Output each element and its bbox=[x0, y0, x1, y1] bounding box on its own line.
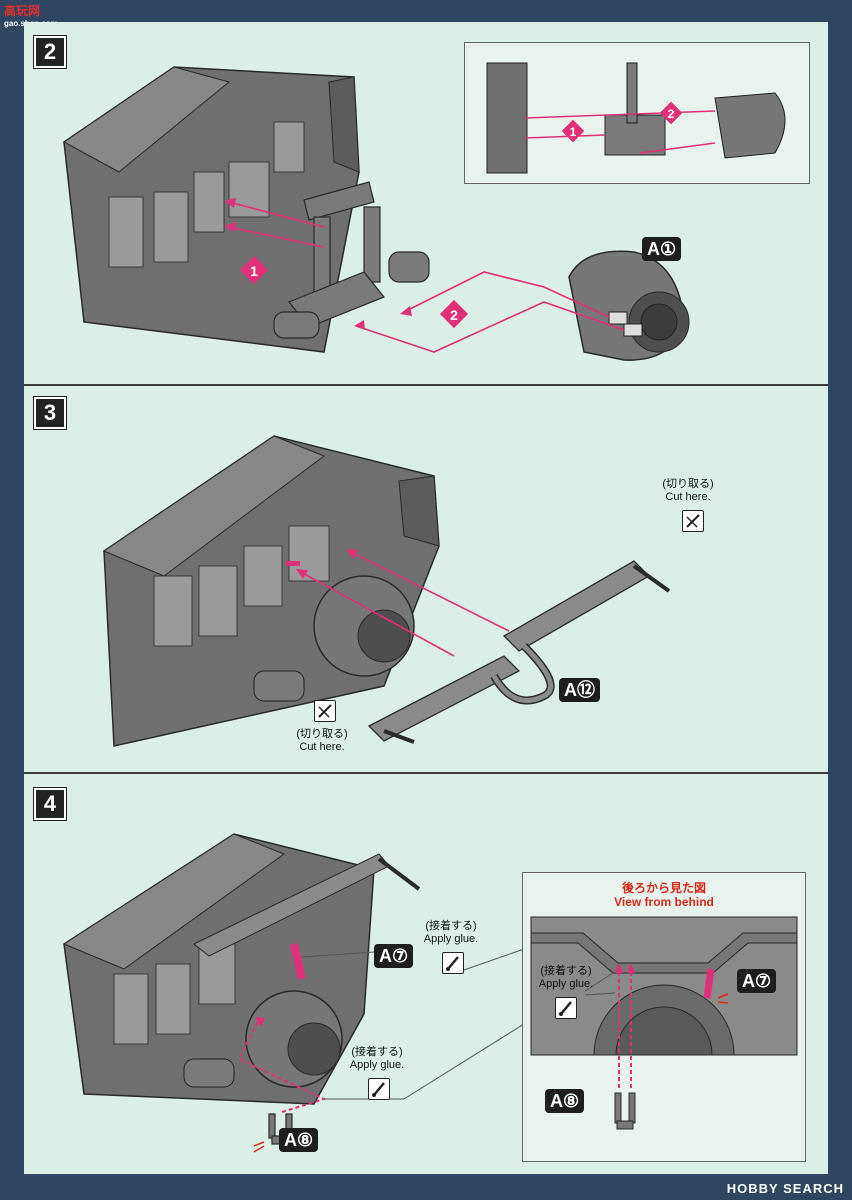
step-2-inset: 2 1 bbox=[464, 42, 810, 184]
glue-note-bottom-en: Apply glue. bbox=[349, 1059, 405, 1071]
part-a12-drawing bbox=[367, 560, 671, 744]
step-2-diagram: 1 2 bbox=[63, 66, 690, 361]
glue-brush-icon bbox=[555, 997, 577, 1019]
part-a1-drawing bbox=[568, 250, 690, 361]
step-2-inset-diagram: 2 1 bbox=[486, 62, 786, 174]
glue-note-bottom: (接着する) Apply glue. bbox=[342, 1046, 412, 1072]
part-label-a8: A⑧ bbox=[279, 1128, 319, 1152]
step-3-diagram bbox=[102, 435, 671, 747]
glue-note-top-en: Apply glue. bbox=[423, 933, 479, 945]
step-divider-2 bbox=[24, 772, 828, 774]
inset-glue-note: (接着する) Apply glue. bbox=[531, 965, 601, 991]
arrow-marker-1-label: 1 bbox=[250, 263, 258, 279]
step-4-diagram bbox=[62, 833, 421, 1153]
glue-brush-icon bbox=[368, 1078, 390, 1100]
inset-glue-note-jp: (接着する) bbox=[540, 965, 592, 977]
corner-watermark: HOBBY SEARCH bbox=[726, 1181, 844, 1196]
cut-note-left-en: Cut here. bbox=[299, 741, 345, 753]
part-label-a7: A⑦ bbox=[374, 944, 414, 968]
step-3-number: 3 bbox=[34, 397, 66, 429]
glue-note-bottom-jp: (接着する) bbox=[351, 1046, 403, 1058]
watermark-site-name: 高玩网 bbox=[4, 4, 41, 18]
step-divider-1 bbox=[24, 384, 828, 386]
glue-brush-icon bbox=[442, 952, 464, 974]
cut-note-left-jp: (切り取る) bbox=[296, 728, 348, 740]
inset-glue-note-en: Apply glue. bbox=[538, 978, 594, 990]
view-from-behind-inset: 後ろから見た図 View from behind (接 bbox=[522, 872, 806, 1162]
glue-note-top: (接着する) Apply glue. bbox=[416, 920, 486, 946]
arrow-marker-2: 2 bbox=[439, 299, 469, 329]
arrow-marker-2-label: 2 bbox=[450, 307, 458, 323]
view-title-en: View from behind bbox=[614, 895, 714, 909]
cut-note-right: (切り取る) Cut here. bbox=[648, 478, 728, 504]
cutter-icon bbox=[314, 700, 336, 722]
step-4-number: 4 bbox=[34, 788, 66, 820]
part-label-a12: A⑫ bbox=[559, 678, 600, 702]
view-title-jp: 後ろから見た図 bbox=[621, 881, 706, 895]
cut-note-right-jp: (切り取る) bbox=[662, 478, 714, 490]
view-from-behind-title: 後ろから見た図 View from behind bbox=[523, 881, 805, 909]
step-2-number: 2 bbox=[34, 36, 66, 68]
inset-marker-1-label: 1 bbox=[570, 125, 577, 139]
inset-marker-2-label: 2 bbox=[668, 107, 675, 121]
instruction-sheet: 2 bbox=[24, 22, 828, 1174]
view-from-behind-diagram bbox=[523, 916, 805, 1161]
cut-note-left: (切り取る) Cut here. bbox=[282, 728, 362, 754]
cutter-icon bbox=[682, 510, 704, 532]
inset-part-label-a7: A⑦ bbox=[737, 969, 777, 993]
glue-note-top-jp: (接着する) bbox=[425, 920, 477, 932]
cut-note-right-en: Cut here. bbox=[665, 491, 711, 503]
inset-part-label-a8: A⑧ bbox=[545, 1089, 585, 1113]
part-label-a1: A① bbox=[642, 237, 682, 261]
step-4-leader-lines bbox=[301, 948, 525, 1100]
